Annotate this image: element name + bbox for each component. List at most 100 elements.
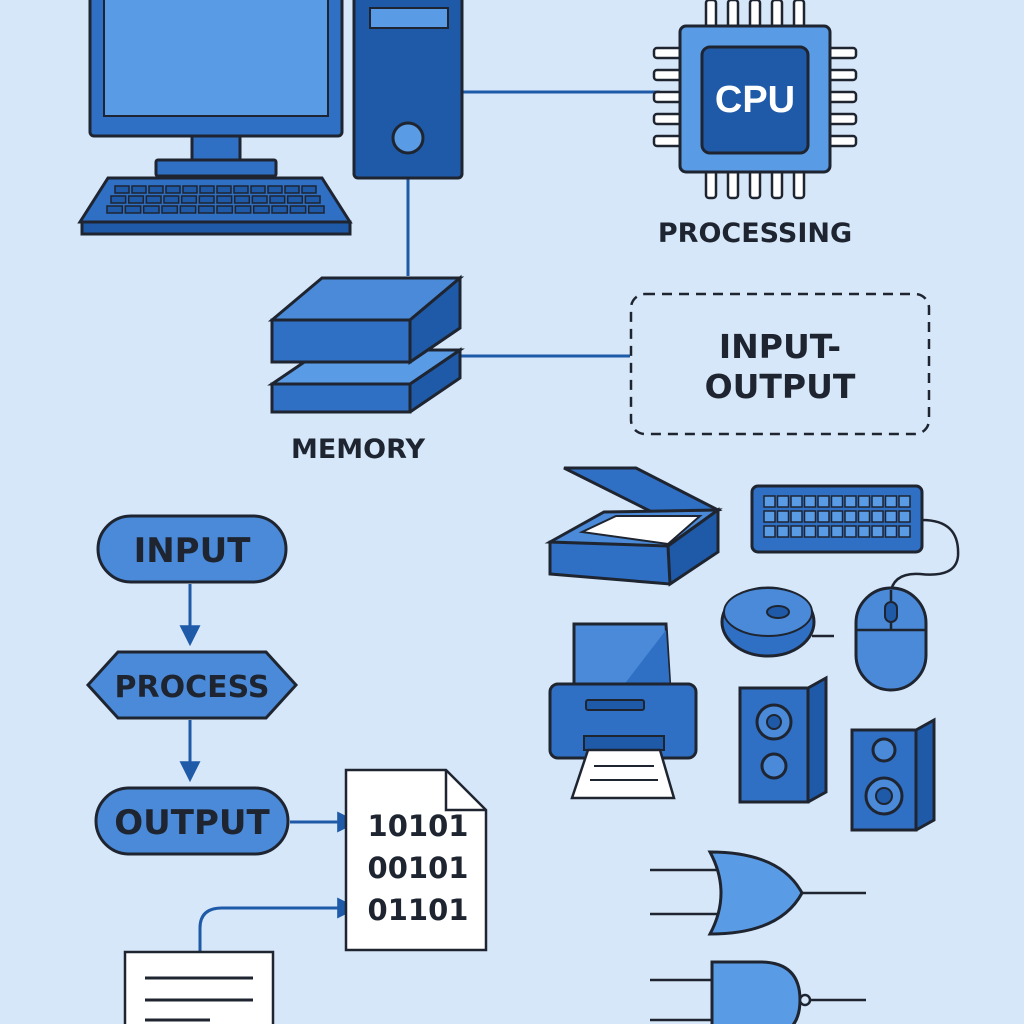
key xyxy=(844,525,857,538)
key xyxy=(776,510,790,523)
key xyxy=(180,195,198,204)
cpu-pin xyxy=(726,0,740,30)
binary-line-2: 00101 xyxy=(368,851,469,885)
key xyxy=(127,195,145,204)
key xyxy=(233,185,249,194)
processing-label: PROCESSING xyxy=(658,218,852,249)
key xyxy=(830,495,844,508)
cpu-pin xyxy=(652,112,684,126)
cpu-chip-icon: CPU xyxy=(652,0,858,200)
keyboard-cable xyxy=(888,518,960,597)
key xyxy=(857,495,871,508)
cpu-pin xyxy=(770,168,784,200)
document-icon xyxy=(123,950,275,1024)
cpu-pin xyxy=(770,0,784,30)
key xyxy=(145,195,162,204)
key xyxy=(250,185,266,194)
key xyxy=(269,195,286,204)
flow-input-label: INPUT xyxy=(134,531,252,571)
key xyxy=(871,495,884,508)
key xyxy=(790,510,803,523)
key xyxy=(776,495,790,508)
flowchart: INPUT PROCESS OUTPUT xyxy=(85,514,359,952)
key xyxy=(233,195,251,204)
or-gate-icon xyxy=(650,850,866,936)
key xyxy=(857,525,871,538)
key xyxy=(803,525,817,538)
key xyxy=(763,525,776,538)
key xyxy=(817,525,830,538)
cpu-pin xyxy=(826,90,858,104)
cpu-pin xyxy=(826,112,858,126)
flow-input-node: INPUT xyxy=(96,514,288,584)
binary-line-3: 01101 xyxy=(368,893,469,927)
key xyxy=(161,205,179,214)
connector-lines xyxy=(406,90,660,358)
key xyxy=(776,525,790,538)
key xyxy=(884,510,898,523)
key xyxy=(216,195,233,204)
key xyxy=(165,185,181,194)
key xyxy=(857,510,871,523)
key xyxy=(182,185,198,194)
cpu-pin xyxy=(726,168,740,200)
key xyxy=(284,185,300,194)
key xyxy=(251,195,268,204)
key xyxy=(844,495,857,508)
flow-output-node: OUTPUT xyxy=(94,786,290,856)
mouse-icon xyxy=(720,586,834,658)
key xyxy=(898,495,911,508)
key xyxy=(763,495,776,508)
cpu-pin xyxy=(792,0,806,30)
key xyxy=(142,205,160,214)
keyboard-icon xyxy=(77,176,353,236)
key xyxy=(301,185,317,194)
printer-icon xyxy=(548,622,698,800)
key xyxy=(817,510,830,523)
key xyxy=(803,495,817,508)
mouse-icon xyxy=(854,586,928,692)
key xyxy=(124,205,142,214)
key xyxy=(216,205,234,214)
speaker-icon xyxy=(850,717,936,832)
cpu-pin xyxy=(652,90,684,104)
key xyxy=(131,185,147,194)
speaker-icon xyxy=(738,675,828,804)
key xyxy=(884,525,898,538)
key xyxy=(148,185,164,194)
cpu-pin xyxy=(792,168,806,200)
flow-process-node: PROCESS xyxy=(85,650,299,720)
key xyxy=(216,185,232,194)
key xyxy=(871,525,884,538)
key xyxy=(790,495,803,508)
key xyxy=(271,205,289,214)
flow-output-label: OUTPUT xyxy=(114,803,270,843)
key xyxy=(898,525,911,538)
cpu-pin xyxy=(652,134,684,148)
key xyxy=(830,510,844,523)
cpu-label: CPU xyxy=(715,79,795,121)
key xyxy=(163,195,180,204)
memory-stack-icon xyxy=(267,274,465,414)
tower-icon xyxy=(352,0,464,180)
key xyxy=(871,510,884,523)
memory-label: MEMORY xyxy=(291,434,425,465)
cpu-pin xyxy=(704,168,718,200)
key xyxy=(289,205,307,214)
binary-file-icon: 10101 00101 01101 xyxy=(344,768,488,952)
input-output-box: INPUT- OUTPUT xyxy=(629,292,931,436)
key xyxy=(267,185,283,194)
key xyxy=(304,195,321,204)
io-label-line1: INPUT- xyxy=(719,327,841,366)
io-label-line2: OUTPUT xyxy=(705,367,856,406)
key xyxy=(198,195,215,204)
cpu-pin xyxy=(826,134,858,148)
key xyxy=(106,205,124,214)
key xyxy=(307,205,325,214)
key xyxy=(179,205,197,214)
key xyxy=(817,495,830,508)
key xyxy=(884,495,898,508)
flow-process-label: PROCESS xyxy=(115,670,270,705)
cpu-pin xyxy=(704,0,718,30)
